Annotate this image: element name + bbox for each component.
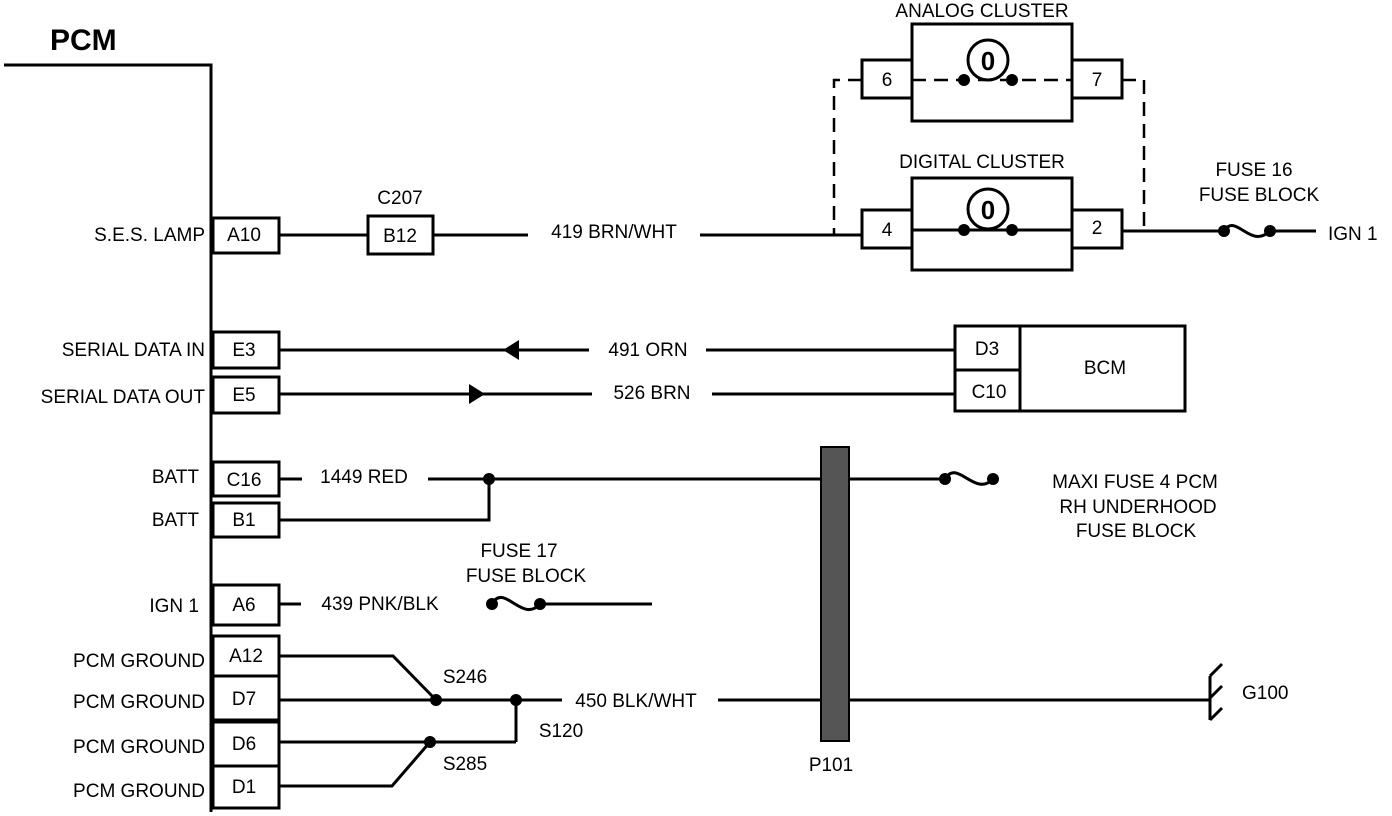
digital-cluster-pin-4-box <box>860 208 914 250</box>
pcm-pin-e3-label: E3 <box>232 340 255 361</box>
pcm-pin-d6-label: D6 <box>232 734 256 755</box>
ground-point-label: G100 <box>1242 683 1288 704</box>
connector-c207-label: C207 <box>377 188 422 209</box>
wire-label-serial-in: 491 ORN <box>608 340 687 361</box>
pcm-label-ground-d1: PCM GROUND <box>73 781 205 802</box>
wire-label-batt: 1449 RED <box>320 467 408 488</box>
splice-s285-dot <box>424 736 436 748</box>
passthrough-p101-label: P101 <box>809 755 853 776</box>
splice-batt-dot <box>483 473 495 485</box>
analog-lamp-glyph: 0 <box>981 46 995 76</box>
splice-s120-label: S120 <box>539 721 583 742</box>
connector-c207-box <box>366 214 435 256</box>
digital-cluster-pin-2: 2 <box>1092 218 1103 239</box>
pcm-pin-d7-label: D7 <box>232 689 256 710</box>
pcm-pin-b1-label: B1 <box>232 510 255 531</box>
maxi-fuse-label-line2: RH UNDERHOOD <box>1059 497 1216 518</box>
pcm-label-serial-data-in: SERIAL DATA IN <box>62 340 205 361</box>
pcm-pin-c16-label: C16 <box>227 470 262 491</box>
pcm-label-ground-d7: PCM GROUND <box>73 692 205 713</box>
pcm-label-ground-d6: PCM GROUND <box>73 737 205 758</box>
analog-cluster-title: ANALOG CLUSTER <box>895 1 1068 22</box>
pcm-pin-d7 <box>211 674 281 722</box>
optional-link-right <box>1122 78 1146 231</box>
bcm-pin-d3: D3 <box>975 339 999 360</box>
analog-cluster-pin-6: 6 <box>882 70 893 91</box>
fuse17-label-line2: FUSE BLOCK <box>466 566 587 587</box>
maxi-fuse-label-line3: FUSE BLOCK <box>1076 521 1197 542</box>
pcm-label-ses-lamp: S.E.S. LAMP <box>94 225 205 246</box>
fuse17-icon <box>486 595 546 612</box>
pcm-pin-a12-label: A12 <box>229 646 263 667</box>
splice-s285-label: S285 <box>443 754 487 775</box>
fuse16-label-line1: FUSE 16 <box>1215 160 1292 181</box>
passthrough-p101 <box>820 446 850 742</box>
pcm-pin-a6-label: A6 <box>232 595 255 616</box>
wire-label-ign: 439 PNK/BLK <box>321 594 439 615</box>
digital-cluster-pin-2-box <box>1070 208 1124 250</box>
fuse16-source-ign1: IGN 1 <box>1328 224 1378 245</box>
bcm-pin-c10: C10 <box>972 382 1007 403</box>
wire-ground-d1 <box>279 741 432 788</box>
fuse17-label-line1: FUSE 17 <box>480 541 557 562</box>
pcm-label-batt-b1: BATT <box>152 510 200 531</box>
splice-s246-label: S246 <box>443 667 487 688</box>
wire-ground-a12 <box>279 654 438 702</box>
ground-symbol-icon <box>1208 662 1224 722</box>
maxi-fuse-label-line1: MAXI FUSE 4 PCM <box>1052 472 1218 493</box>
pcm-pin-d1-label: D1 <box>232 777 256 798</box>
pcm-label-batt-c16: BATT <box>152 467 200 488</box>
splice-s246-dot <box>430 694 442 706</box>
bcm-title: BCM <box>1084 358 1126 379</box>
connector-c207-pin: B12 <box>383 226 417 247</box>
pcm-pin-e5 <box>211 375 281 415</box>
fuse16-label-line2: FUSE BLOCK <box>1199 185 1320 206</box>
maxi-fuse-icon <box>939 471 999 486</box>
pcm-label-ground-a12: PCM GROUND <box>73 651 205 672</box>
arrow-left-icon <box>503 340 519 360</box>
splice-s120-dot <box>510 694 522 706</box>
pcm-title: PCM <box>50 24 117 57</box>
wire-label-ses: 419 BRN/WHT <box>551 222 677 243</box>
wire-label-serial-out: 526 BRN <box>613 383 690 404</box>
analog-ses-lamp-icon: 0 <box>958 38 1018 86</box>
wire-label-ground: 450 BLK/WHT <box>575 691 697 712</box>
pcm-pin-a10-label: A10 <box>227 225 261 246</box>
arrow-right-icon <box>469 384 485 404</box>
pcm-label-serial-data-out: SERIAL DATA OUT <box>41 387 206 408</box>
bcm-box <box>953 324 1187 413</box>
pcm-pin-d6 <box>211 720 281 768</box>
digital-cluster-pin-4: 4 <box>882 220 893 241</box>
optional-link-left <box>832 78 862 235</box>
digital-lamp-glyph: 0 <box>981 195 995 225</box>
pcm-outline <box>4 63 213 812</box>
pcm-label-ign1: IGN 1 <box>149 596 199 617</box>
fuse16-icon <box>1218 224 1276 238</box>
digital-ses-lamp-icon: 0 <box>958 187 1018 236</box>
pcm-pin-e5-label: E5 <box>232 385 255 406</box>
digital-cluster-title: DIGITAL CLUSTER <box>899 152 1065 173</box>
wire-batt-b1 <box>279 479 491 522</box>
analog-cluster-pin-7: 7 <box>1092 70 1103 91</box>
